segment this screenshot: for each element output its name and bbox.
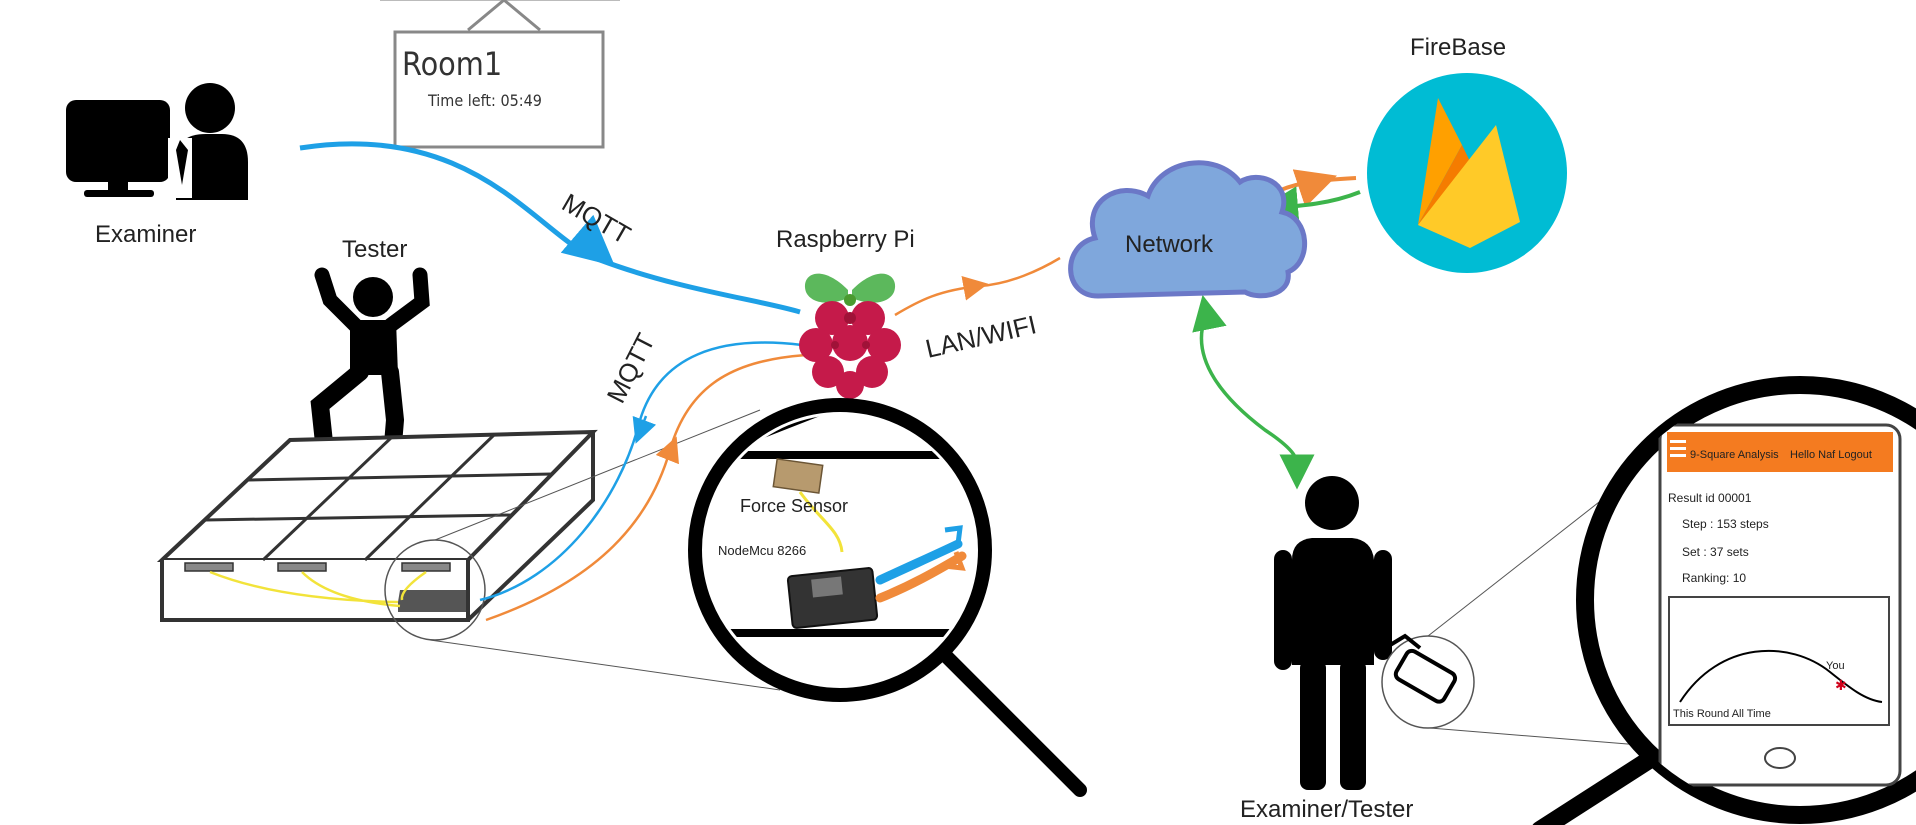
examiner-tester-person-icon: [1274, 476, 1392, 790]
firebase-label: FireBase: [1410, 34, 1506, 61]
set-value: Set : 37 sets: [1682, 545, 1749, 559]
pi-to-network-lan-arrow: [894, 256, 1061, 317]
magnifier-icon: Force Sensor NodeMcu 8266: [688, 398, 1087, 797]
ranking-curve: [1679, 649, 1883, 703]
hand-phone-icon: [1380, 633, 1475, 729]
result-id: Result id 00001: [1668, 491, 1752, 505]
tester-label: Tester: [342, 236, 407, 263]
room-title: Room1: [402, 45, 502, 83]
zoom-line-top: [434, 409, 761, 541]
phone-home-button[interactable]: [1764, 747, 1796, 769]
network-to-user-arrow: [1199, 317, 1300, 473]
firebase-flame-icon: [1367, 73, 1567, 273]
network-label: Network: [1125, 231, 1214, 258]
room-sign: Room1 Time left: 05:49: [380, 0, 620, 149]
network-cloud-icon: [1068, 160, 1307, 299]
time-left-text: Time left: 05:49: [427, 91, 542, 110]
you-label: You: [1826, 660, 1845, 672]
raspberry-pi-icon: [799, 273, 901, 399]
zoom-line-bottom: [429, 639, 781, 691]
nodemcu-label: NodeMcu 8266: [718, 543, 806, 558]
phone-zoom-line-bottom: [1429, 727, 1641, 746]
force-sensor-label: Force Sensor: [740, 496, 848, 516]
ranking-value: Ranking: 10: [1682, 571, 1746, 585]
raspberry-pi-label: Raspberry Pi: [776, 226, 915, 253]
examiner-label: Examiner: [95, 221, 196, 248]
you-marker-icon: ✱: [1835, 677, 1847, 693]
lan-wifi-label: LAN/WIFI: [923, 309, 1040, 364]
examiner-computer-icon: [66, 83, 248, 200]
floor-mat: [156, 429, 598, 622]
chart-tabs[interactable]: This Round All Time: [1673, 708, 1771, 720]
step-value: Step : 153 steps: [1682, 517, 1769, 531]
sensor-wires: [209, 570, 427, 608]
app-header-user[interactable]: Hello Naf Logout: [1790, 449, 1872, 461]
ranking-chart: [1668, 596, 1890, 726]
phone-magnifier: 9-Square Analysis Hello Naf Logout Resul…: [1532, 376, 1916, 825]
app-header-title: 9-Square Analysis: [1690, 449, 1779, 461]
examiner-tester-label: Examiner/Tester: [1240, 796, 1413, 823]
